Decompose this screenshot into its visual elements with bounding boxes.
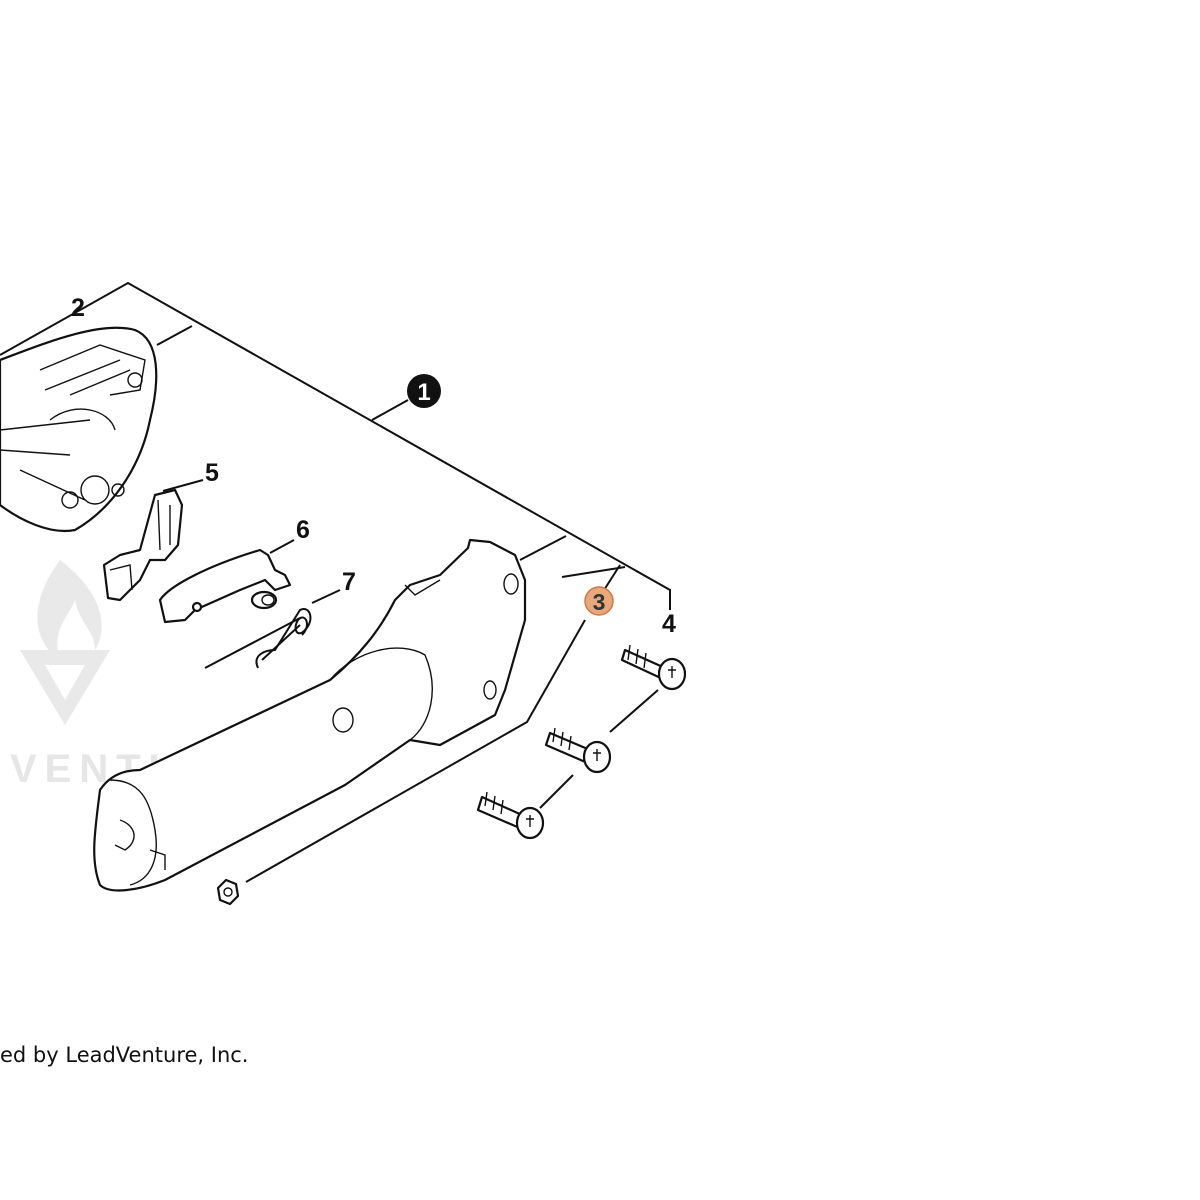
bracket-assembly-1	[0, 281, 671, 610]
callout-7[interactable]: 7	[342, 568, 356, 596]
callout-5[interactable]: 5	[205, 459, 219, 487]
lever-part-5	[102, 488, 184, 602]
callout-6[interactable]: 6	[296, 516, 310, 544]
svg-text:1: 1	[417, 379, 430, 406]
leader-3	[245, 619, 586, 883]
screw-4-top	[620, 644, 687, 691]
callout-2[interactable]: 2	[71, 294, 85, 322]
nut-part	[216, 878, 240, 906]
screw-4-middle	[544, 727, 612, 774]
handle-housing	[93, 538, 527, 892]
watermark-logo	[20, 560, 110, 725]
spring-part-7	[204, 608, 312, 669]
callout-3-highlighted[interactable]: 3	[584, 586, 614, 616]
housing-half-part	[0, 326, 158, 533]
copyright-notice: ed by LeadVenture, Inc.	[0, 1043, 249, 1067]
svg-text:3: 3	[593, 589, 606, 615]
trigger-part-6	[158, 548, 292, 624]
callout-1[interactable]: 1	[407, 374, 441, 408]
callout-4[interactable]: 4	[662, 610, 676, 638]
screw-4-bottom	[476, 791, 545, 840]
